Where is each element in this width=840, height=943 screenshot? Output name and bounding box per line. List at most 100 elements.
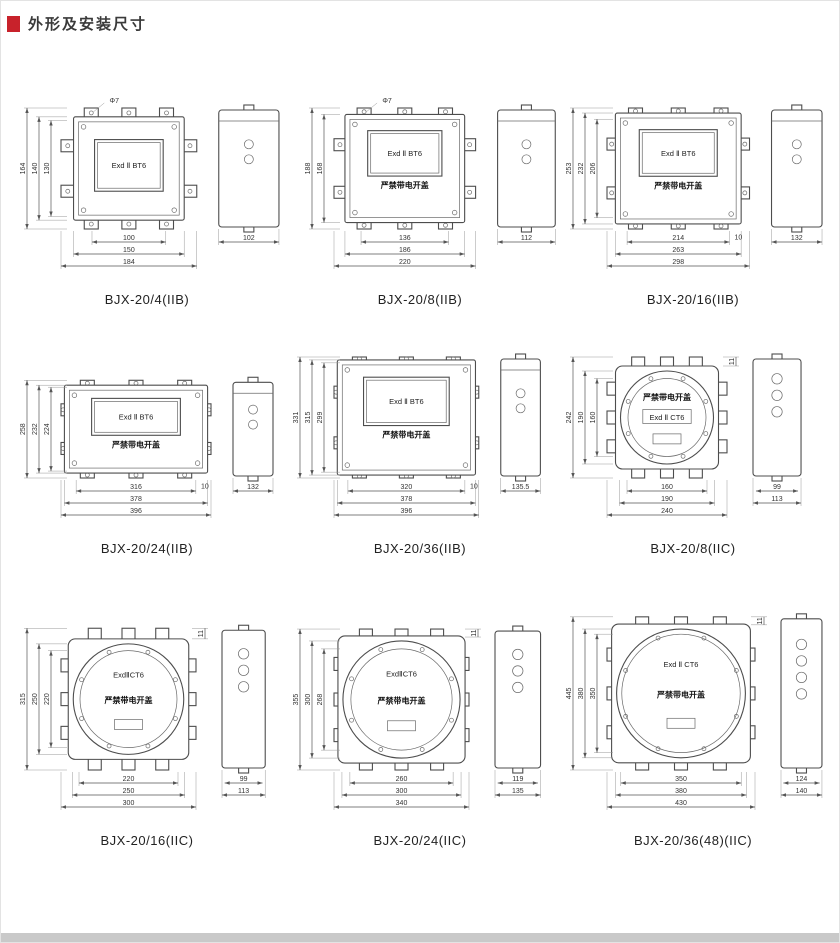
dim-arrow xyxy=(344,252,350,256)
dim-arrow xyxy=(257,781,263,785)
dim-arrow xyxy=(298,629,302,635)
front-view: Exd Ⅱ BT6 xyxy=(60,107,198,230)
side-body xyxy=(494,630,542,769)
cover-screw xyxy=(462,462,469,468)
bolt-hole xyxy=(733,713,739,719)
dim-arrow xyxy=(25,380,29,386)
dim-arrow xyxy=(796,501,802,505)
footer-divider xyxy=(1,933,839,942)
dim-arrow xyxy=(179,252,185,256)
dim-arrow xyxy=(607,264,612,268)
side-body xyxy=(221,629,266,769)
dim-label: 316 xyxy=(130,484,142,491)
dim-arrow xyxy=(497,240,503,244)
side-view xyxy=(494,625,542,774)
dim-arrow xyxy=(322,648,326,654)
dim-arrow xyxy=(334,513,339,517)
extension-line xyxy=(93,102,105,113)
dim-arrow xyxy=(310,224,314,229)
side-view xyxy=(218,104,280,233)
dim-label: 132 xyxy=(791,235,803,242)
dim-arrow xyxy=(37,468,41,474)
dim-label: 300 xyxy=(396,788,408,795)
dim-label: 11 xyxy=(757,617,764,624)
bolt-hole xyxy=(79,716,84,721)
entry-hole xyxy=(521,139,532,150)
entry-hole xyxy=(521,154,532,165)
dim-arrow xyxy=(49,742,53,748)
dim-arrow xyxy=(61,805,66,809)
lug-hole xyxy=(742,141,748,147)
side-view xyxy=(752,353,802,482)
entry-hole xyxy=(791,139,802,150)
lug-hole xyxy=(88,221,94,227)
dim-label: 240 xyxy=(661,508,673,515)
figure-caption: BJX-20/8(IIC) xyxy=(650,541,736,556)
dim-arrow xyxy=(37,385,41,391)
dim-label: 378 xyxy=(130,496,142,503)
dim-label: 214 xyxy=(672,235,684,242)
dim-arrow xyxy=(595,119,599,125)
lug-hole xyxy=(467,142,472,148)
dim-arrow xyxy=(322,467,326,473)
bolt-hole xyxy=(655,635,661,641)
dim-arrow xyxy=(25,628,29,634)
dim-arrow xyxy=(620,781,626,785)
cover-screw xyxy=(622,211,629,217)
dim-label: 380 xyxy=(578,687,585,699)
dim-arrow xyxy=(744,264,750,268)
dim-label: 258 xyxy=(20,423,27,435)
warning-text: 严禁带电开盖 xyxy=(653,180,702,190)
bolt-hole xyxy=(145,649,151,655)
lug-hole xyxy=(126,221,132,227)
dim-label: 135 xyxy=(512,788,524,795)
dim-arrow xyxy=(191,264,197,268)
dim-arrow xyxy=(322,745,326,751)
dim-arrow xyxy=(49,120,53,126)
dim-label: 190 xyxy=(661,496,673,503)
dim-arrow xyxy=(495,793,500,797)
dim-arrow xyxy=(443,240,449,244)
dim-arrow xyxy=(298,473,302,478)
page-header: 外形及安装尺寸 xyxy=(1,1,839,42)
dim-arrow xyxy=(459,489,465,493)
warning-text: 严禁带电开盖 xyxy=(380,180,429,190)
bolt-hole xyxy=(79,677,84,683)
cover-screw xyxy=(71,392,78,398)
dim-label: 320 xyxy=(401,484,413,491)
cover-inner-line xyxy=(69,389,203,469)
dim-arrow xyxy=(218,240,224,244)
dim-arrow xyxy=(190,489,196,493)
dim-arrow xyxy=(627,240,633,244)
dim-arrow xyxy=(347,489,353,493)
lug-hole xyxy=(609,190,615,196)
dim-label: 11 xyxy=(471,629,478,636)
entry-hole xyxy=(248,419,258,430)
dim-label: 186 xyxy=(399,247,411,254)
dim-arrow xyxy=(37,749,41,755)
cover-screw xyxy=(462,367,469,373)
dim-arrow xyxy=(550,240,556,244)
dim-label: 206 xyxy=(590,163,597,175)
dim-label: 102 xyxy=(243,235,255,242)
window-inner xyxy=(94,401,178,433)
dim-label: 11 xyxy=(729,358,736,365)
bolt-hole xyxy=(655,746,661,752)
dim-arrow xyxy=(583,371,587,376)
dim-label: 253 xyxy=(566,163,573,175)
dim-label: 220 xyxy=(123,776,135,783)
dim-arrow xyxy=(310,640,314,646)
